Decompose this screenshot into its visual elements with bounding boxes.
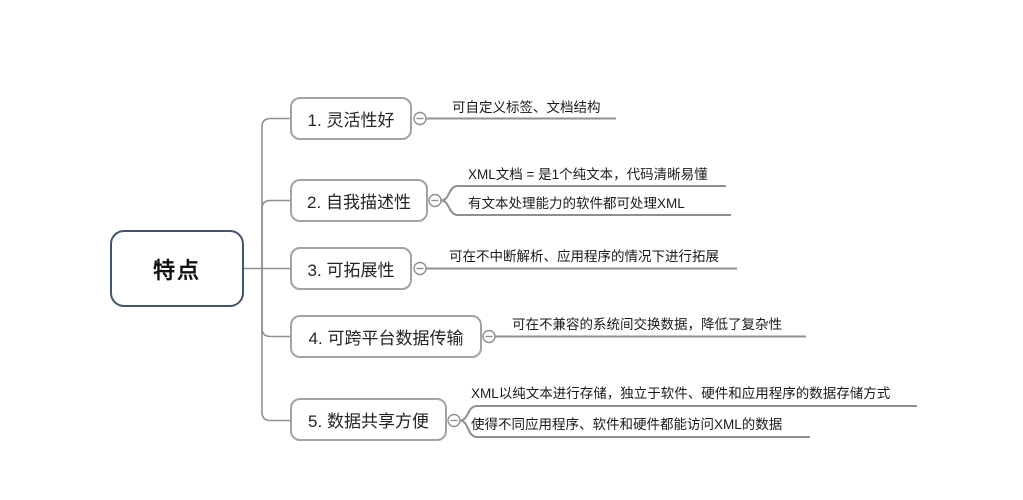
connector-root-branch4 — [261, 268, 290, 338]
branch-topic-1[interactable]: 1. 灵活性好 — [290, 97, 412, 140]
collapse-button-branch1[interactable] — [413, 111, 427, 126]
leaf-topic-2-1[interactable]: XML文档 = 是1个纯文本，代码清晰易懂 — [468, 167, 708, 182]
branch-topic-2[interactable]: 2. 自我描述性 — [290, 179, 428, 222]
branch-topic-5[interactable]: 5. 数据共享方便 — [290, 398, 447, 441]
leaf-line-2b — [440, 199, 731, 216]
branch-topic-4[interactable]: 4. 可跨平台数据传输 — [290, 315, 482, 358]
collapse-button-branch2[interactable] — [428, 193, 442, 208]
leaf-line-5b — [459, 419, 810, 438]
leaf-topic-1-1[interactable]: 可自定义标签、文档结构 — [452, 100, 601, 115]
root-topic[interactable]: 特点 — [110, 230, 244, 307]
connector-root-branch1 — [261, 117, 290, 269]
collapse-button-branch4[interactable] — [482, 329, 496, 344]
leaf-topic-4-1[interactable]: 可在不兼容的系统间交换数据，降低了复杂性 — [512, 317, 782, 332]
collapse-button-branch3[interactable] — [413, 261, 427, 276]
connector-root-branch2 — [261, 199, 290, 269]
leaf-topic-5-2[interactable]: 使得不同应用程序、软件和硬件都能访问XML的数据 — [471, 417, 783, 432]
leaf-topic-2-2[interactable]: 有文本处理能力的软件都可处理XML — [468, 196, 685, 211]
leaf-topic-3-1[interactable]: 可在不中断解析、应用程序的情况下进行拓展 — [449, 249, 719, 264]
branch-topic-3[interactable]: 3. 可拓展性 — [290, 247, 412, 290]
leaf-topic-5-1[interactable]: XML以纯文本进行存储，独立于软件、硬件和应用程序的数据存储方式 — [471, 386, 891, 401]
connector-root-branch5 — [261, 268, 290, 422]
collapse-button-branch5[interactable] — [447, 413, 461, 428]
